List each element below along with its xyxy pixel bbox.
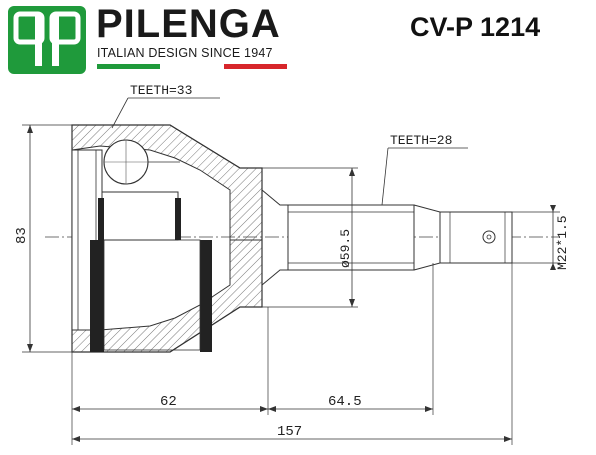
height-arrow-top	[27, 125, 33, 133]
len-total-arrow-left	[72, 436, 80, 442]
cage-mark-2	[175, 198, 181, 240]
height-label: 83	[14, 227, 30, 244]
brand-name: PILENGA	[96, 2, 281, 46]
teeth-outer-label: TEETH=33	[130, 83, 192, 98]
len-body-arrow-right	[260, 406, 268, 412]
cage-mark-1	[98, 198, 104, 240]
thread-label: M22*1.5	[555, 215, 570, 270]
flag-white	[160, 64, 224, 69]
teeth-outer-leader	[111, 97, 129, 129]
flag-green	[97, 64, 161, 69]
shaft-taper	[413, 204, 441, 271]
cotter-pin-hole	[482, 230, 496, 244]
len-body-arrow-left	[72, 406, 80, 412]
dia-arrow-top	[349, 168, 355, 176]
inner-cage	[101, 191, 179, 241]
pilenga-logo	[8, 6, 86, 74]
housing-band-2	[200, 240, 212, 352]
bell-section-upper	[71, 124, 263, 241]
brand-tagline: ITALIAN DESIGN SINCE 1947	[97, 46, 273, 60]
len-total-arrow-right	[504, 436, 512, 442]
length-total-label: 157	[277, 424, 302, 440]
diameter-label: ø59.5	[338, 229, 353, 268]
italian-flag-stripe	[97, 64, 287, 69]
len-shaft-arrow-right	[425, 406, 433, 412]
thread-arrow-bottom	[550, 263, 556, 270]
cotter-pin-inner	[486, 234, 492, 240]
threaded-end	[439, 211, 513, 264]
teeth-inner-leader	[381, 147, 389, 206]
neck	[261, 189, 289, 286]
dia-arrow-bottom	[349, 299, 355, 307]
logo-p-stem	[52, 14, 59, 66]
qp-logo-icon	[8, 6, 86, 74]
logo-q-stem	[35, 14, 42, 66]
length-body-label: 62	[160, 394, 177, 410]
housing-band-1	[90, 240, 104, 352]
housing-lower-body	[103, 239, 201, 351]
spline-shaft	[287, 204, 415, 271]
height-arrow-bottom	[27, 344, 33, 352]
flag-red	[223, 64, 287, 69]
part-number: CV-P 1214	[410, 12, 541, 42]
length-shaft-label: 64.5	[328, 394, 362, 410]
logo-background	[8, 6, 86, 74]
thread-arrow-top	[550, 205, 556, 212]
len-shaft-arrow-left	[268, 406, 276, 412]
teeth-inner-label: TEETH=28	[390, 133, 452, 148]
